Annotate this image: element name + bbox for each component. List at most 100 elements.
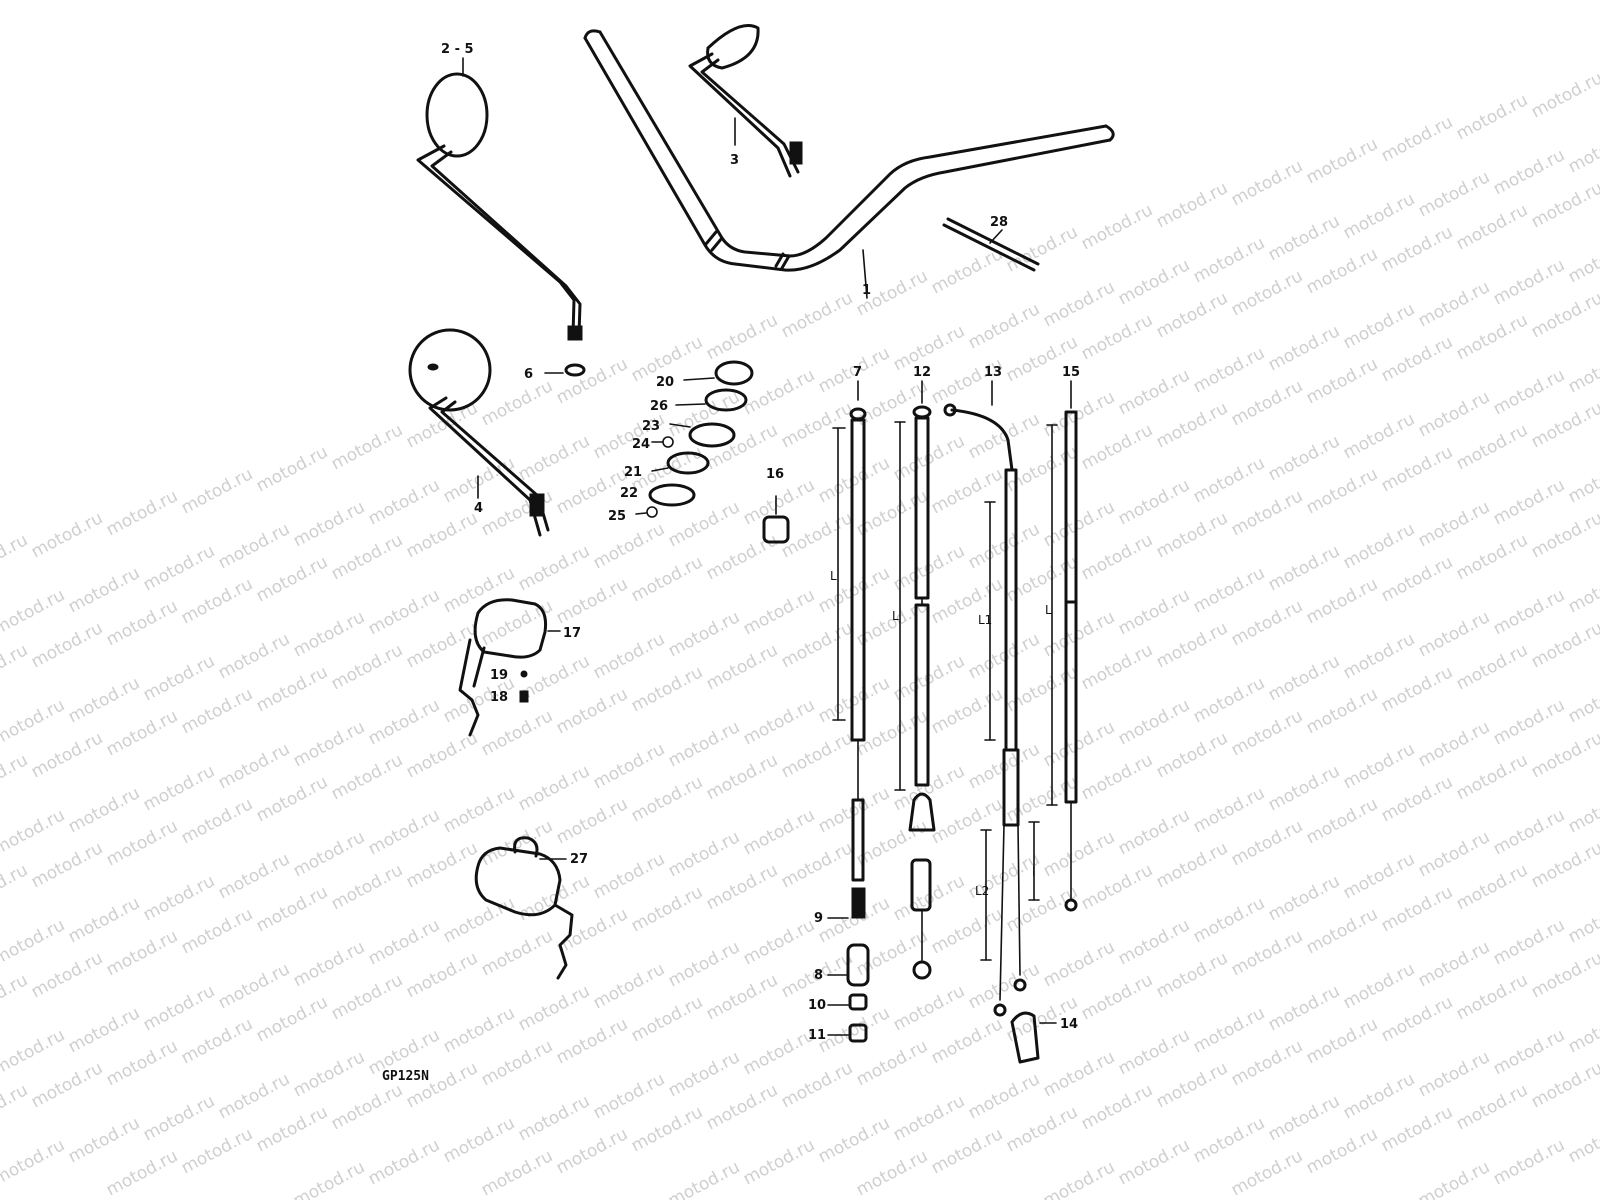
callout-3: 3 bbox=[730, 153, 739, 168]
dim-l: l bbox=[1032, 865, 1035, 879]
watermark-text: motod.ru bbox=[1453, 750, 1531, 804]
watermark-text: motod.ru bbox=[328, 530, 406, 584]
watermark-text: motod.ru bbox=[1153, 508, 1231, 562]
watermark-text: motod.ru bbox=[1228, 376, 1306, 430]
callout-15: 15 bbox=[1062, 365, 1080, 380]
callout-14: 14 bbox=[1060, 1017, 1078, 1032]
watermark-text: motod.ru bbox=[1265, 651, 1343, 705]
watermark-text: motod.ru bbox=[215, 519, 293, 573]
watermark-text: motod.ru bbox=[140, 981, 218, 1035]
watermark-text: motod.ru bbox=[1415, 1157, 1493, 1200]
watermark-text: motod.ru bbox=[0, 805, 68, 859]
watermark-text: motod.ru bbox=[140, 871, 218, 925]
watermark-text: motod.ru bbox=[1303, 1124, 1381, 1178]
watermark-text: motod.ru bbox=[440, 783, 518, 837]
cable-15: 15 L bbox=[1045, 365, 1080, 912]
watermark-text: motod.ru bbox=[515, 981, 593, 1035]
watermark-text: motod.ru bbox=[178, 464, 256, 518]
watermark-text: motod.ru bbox=[1565, 233, 1600, 287]
watermark-text: motod.ru bbox=[1078, 420, 1156, 474]
watermark-text: motod.ru bbox=[178, 684, 256, 738]
watermark-text: motod.ru bbox=[928, 354, 1006, 408]
watermark-text: motod.ru bbox=[65, 1003, 143, 1057]
watermark-text: motod.ru bbox=[215, 1069, 293, 1123]
watermark-text: motod.ru bbox=[703, 1080, 781, 1134]
watermark-text: motod.ru bbox=[140, 761, 218, 815]
steering-lock: 27 bbox=[474, 836, 588, 980]
watermark-text: motod.ru bbox=[28, 948, 106, 1002]
callout-8: 8 bbox=[814, 968, 823, 983]
watermark-text: motod.ru bbox=[1415, 827, 1493, 881]
watermark-text: motod.ru bbox=[1228, 596, 1306, 650]
watermark-text: motod.ru bbox=[1378, 662, 1456, 716]
watermark-text: motod.ru bbox=[703, 860, 781, 914]
callout-4: 4 bbox=[474, 501, 483, 516]
mirror-lower: 4 bbox=[408, 328, 550, 537]
watermark-text: motod.ru bbox=[1040, 827, 1118, 881]
watermark-text: motod.ru bbox=[1115, 695, 1193, 749]
watermark-layer: motod.rumotod.rumotod.rumotod.rumotod.ru… bbox=[0, 68, 1600, 1200]
watermark-text: motod.ru bbox=[778, 728, 856, 782]
watermark-text: motod.ru bbox=[1078, 970, 1156, 1024]
watermark-text: motod.ru bbox=[1528, 838, 1600, 892]
watermark-text: motod.ru bbox=[740, 695, 818, 749]
watermark-text: motod.ru bbox=[1378, 1102, 1456, 1156]
watermark-text: motod.ru bbox=[1453, 200, 1531, 254]
watermark-text: motod.ru bbox=[65, 673, 143, 727]
watermark-text: motod.ru bbox=[1378, 332, 1456, 386]
watermark-text: motod.ru bbox=[478, 816, 556, 870]
callout-21: 21 bbox=[624, 465, 642, 480]
watermark-text: motod.ru bbox=[628, 882, 706, 936]
handlebar: 1 bbox=[583, 29, 1115, 299]
watermark-text: motod.ru bbox=[1565, 1003, 1600, 1057]
watermark-text: motod.ru bbox=[290, 827, 368, 881]
watermark-text: motod.ru bbox=[1153, 288, 1231, 342]
watermark-text: motod.ru bbox=[853, 816, 931, 870]
watermark-text: motod.ru bbox=[1228, 926, 1306, 980]
watermark-text: motod.ru bbox=[1003, 1102, 1081, 1156]
callout-13: 13 bbox=[984, 365, 1002, 380]
callout-19: 19 bbox=[490, 668, 508, 683]
clamp-16: 16 bbox=[762, 467, 790, 544]
watermark-text: motod.ru bbox=[1490, 475, 1568, 529]
watermark-text: motod.ru bbox=[590, 959, 668, 1013]
watermark-text: motod.ru bbox=[478, 1036, 556, 1090]
watermark-text: motod.ru bbox=[1340, 299, 1418, 353]
callout-23: 23 bbox=[642, 419, 660, 434]
watermark-text: motod.ru bbox=[553, 684, 631, 738]
watermark-text: motod.ru bbox=[28, 838, 106, 892]
watermark-text: motod.ru bbox=[1453, 640, 1531, 694]
watermark-text: motod.ru bbox=[0, 1135, 68, 1189]
watermark-text: motod.ru bbox=[628, 772, 706, 826]
watermark-text: motod.ru bbox=[215, 739, 293, 793]
watermark-text: motod.ru bbox=[1565, 1113, 1600, 1167]
watermark-text: motod.ru bbox=[740, 915, 818, 969]
watermark-text: motod.ru bbox=[628, 1102, 706, 1156]
watermark-text: motod.ru bbox=[1303, 244, 1381, 298]
watermark-text: motod.ru bbox=[178, 904, 256, 958]
callout-2-5: 2 - 5 bbox=[441, 42, 474, 57]
watermark-text: motod.ru bbox=[890, 1091, 968, 1145]
watermark-text: motod.ru bbox=[0, 530, 31, 584]
watermark-text: motod.ru bbox=[103, 1146, 181, 1200]
watermark-text: motod.ru bbox=[1453, 1080, 1531, 1134]
watermark-text: motod.ru bbox=[253, 442, 331, 496]
watermark-text: motod.ru bbox=[28, 508, 106, 562]
watermark-text: motod.ru bbox=[290, 937, 368, 991]
watermark-text: motod.ru bbox=[553, 1124, 631, 1178]
watermark-text: motod.ru bbox=[1453, 860, 1531, 914]
watermark-text: motod.ru bbox=[815, 453, 893, 507]
watermark-text: motod.ru bbox=[1078, 860, 1156, 914]
dim-L-7: L bbox=[830, 569, 837, 583]
watermark-text: motod.ru bbox=[103, 706, 181, 760]
callout-12: 12 bbox=[913, 365, 931, 380]
watermark-text: motod.ru bbox=[290, 497, 368, 551]
watermark-text: motod.ru bbox=[553, 354, 631, 408]
watermark-text: motod.ru bbox=[1078, 200, 1156, 254]
watermark-text: motod.ru bbox=[1340, 1069, 1418, 1123]
watermark-text: motod.ru bbox=[1565, 673, 1600, 727]
watermark-text: motod.ru bbox=[0, 585, 68, 639]
watermark-text: motod.ru bbox=[1265, 541, 1343, 595]
watermark-text: motod.ru bbox=[140, 651, 218, 705]
